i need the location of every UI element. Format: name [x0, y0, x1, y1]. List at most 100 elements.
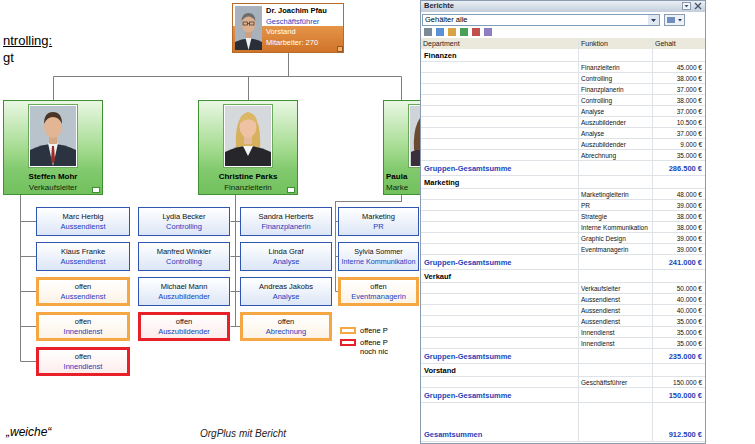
position-box: Lydia BeckerControlling	[138, 207, 230, 236]
table-row-line	[420, 127, 706, 128]
panel-border	[421, 1, 706, 444]
open-position-box: offenAbrechnung	[240, 312, 332, 341]
table-value-cell: 10.500 €	[677, 117, 702, 128]
table-cell: Controlling	[581, 73, 612, 84]
department-head-card-art	[236, 112, 261, 150]
legend-swatch	[340, 339, 356, 346]
table-row-line	[420, 83, 706, 84]
table-row-line	[420, 199, 706, 200]
table-cell: Strategie	[581, 211, 607, 222]
table-cell: Abrechnung	[581, 150, 616, 161]
table-value-cell: 38.000 €	[677, 73, 702, 84]
department-head-card-art	[30, 144, 76, 166]
table-value-cell: 38.000 €	[677, 211, 702, 222]
table-row-line	[420, 105, 706, 106]
node-heading: offen	[75, 352, 92, 362]
department-head-card-art	[199, 101, 298, 195]
panel-title-bar	[685, 5, 689, 8]
node-heading: Manfred Winkler	[157, 247, 212, 257]
node-subtext: Mitarbeiter: 270	[266, 38, 344, 49]
table-group-cell: Marketing	[424, 176, 459, 189]
node-subtext: Verkaufsleiter	[3, 183, 103, 194]
manager-card-art	[250, 22, 255, 25]
table-row-line	[420, 61, 706, 62]
node-heading: Marketing	[362, 212, 395, 222]
table-row-line	[420, 94, 706, 95]
position-box: Linda GrafAnalyse	[240, 242, 332, 271]
department-head-card-art	[48, 143, 58, 166]
table-cell: Auszubildender	[581, 139, 626, 150]
manager-card-art	[233, 4, 344, 53]
table-header-ground	[420, 38, 706, 49]
position-box: Klaus FrankeAussendienst	[36, 242, 130, 271]
node-heading: offen	[370, 282, 387, 292]
department-head-card-art	[4, 101, 103, 195]
table-sum-cell: Gruppen-Gesamtsumme	[424, 388, 512, 403]
reporting-line	[21, 196, 37, 362]
table-sum-value: 150.000 €	[669, 388, 702, 403]
table-row-line	[420, 402, 706, 403]
node-heading: Dr. Joachim Pfau	[266, 6, 344, 17]
table-grid	[420, 62, 706, 442]
table-row-line	[420, 293, 706, 294]
table-cell: Controlling	[581, 95, 612, 106]
manager-card-art	[233, 4, 344, 53]
node-heading: offen	[75, 317, 92, 327]
reporting-line	[21, 196, 37, 257]
table-row-line	[420, 282, 706, 283]
report-selector	[667, 17, 675, 23]
table-cell: Graphic Design	[581, 233, 626, 244]
panel-title: Berichte	[424, 0, 454, 12]
department-head-card-art	[30, 106, 76, 166]
toolbar-icons	[460, 28, 468, 36]
node-subtext: Analyse	[273, 292, 300, 302]
table-row-line	[420, 387, 706, 388]
table-cell: Finanzplanerin	[581, 84, 624, 95]
node-subtext: Aussendienst	[60, 222, 105, 232]
position-box: Sylvia SommerInterne Kommunikation	[338, 242, 419, 271]
table-value-cell: 48.000 €	[677, 189, 702, 200]
department-head-card-art	[225, 106, 271, 166]
open-position-box: offenEventmanagerin	[338, 277, 419, 306]
position-box: Marc HerbigAussendienst	[36, 207, 130, 236]
table-row-line	[420, 149, 706, 150]
toolbar-icons	[448, 28, 456, 36]
table-value-cell: 9.000 €	[680, 139, 702, 150]
panel-title-bar	[420, 0, 706, 12]
table-cell: Finanzleiterin	[581, 62, 620, 73]
table-value-cell: 35.000 €	[677, 327, 702, 338]
node-heading: Christine Parks	[198, 172, 298, 183]
table-row-line	[420, 337, 706, 338]
table-value-cell: 40.000 €	[677, 294, 702, 305]
toolbar-icons	[424, 28, 432, 36]
table-row-line	[420, 441, 706, 442]
node-subtext: Vorstand	[266, 27, 344, 38]
node-heading: Lydia Becker	[162, 212, 205, 222]
node-subtext: Finanzplanerin	[261, 222, 310, 232]
table-sum-cell: Gruppen-Gesamtsumme	[424, 255, 512, 270]
panel-title-bar	[695, 3, 701, 9]
table-value-cell: 37.000 €	[677, 128, 702, 139]
legend-text: offene P noch nic	[360, 338, 394, 356]
slide-text: ntrolling:	[3, 33, 52, 49]
table-cell: Aussendienst	[581, 294, 620, 305]
report-selector	[648, 15, 659, 25]
table-cell: Aussendienst	[581, 316, 620, 327]
reporting-line	[21, 196, 37, 292]
table-row-line	[420, 376, 706, 377]
node-heading: offen	[278, 317, 295, 327]
panel-ground	[420, 0, 706, 444]
node-subtext: Aussendienst	[60, 292, 105, 302]
department-head-card-art	[288, 188, 295, 193]
node-subtext: Controlling	[166, 257, 202, 267]
table-row-line	[420, 315, 706, 316]
node-heading: Steffen Mohr	[3, 172, 103, 183]
table-value-cell: 40.000 €	[677, 305, 702, 316]
node-subtext: Aussendienst	[60, 257, 105, 267]
department-head-card-art	[224, 105, 273, 168]
reporting-line	[289, 54, 402, 101]
node-heading: Andreas Jakobs	[259, 282, 313, 292]
node-subtext: Controlling	[166, 222, 202, 232]
manager-card-art	[235, 6, 262, 50]
